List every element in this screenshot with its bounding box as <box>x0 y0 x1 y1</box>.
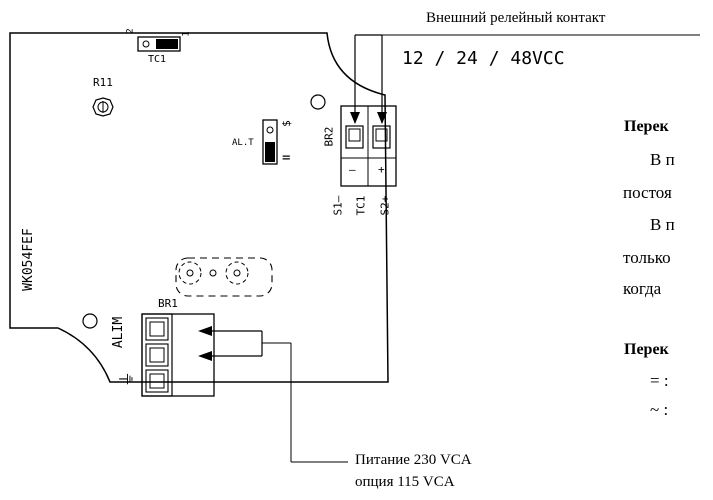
dashed-footprint <box>175 257 273 297</box>
section-heading-1: Перек <box>624 118 669 135</box>
power-label-line1: Питание 230 VCA <box>355 452 472 468</box>
tc1-bottom-label: TC1 <box>354 195 368 216</box>
option-tilde: ~ : <box>650 400 669 419</box>
paragraph-line: В п <box>650 150 675 169</box>
s1-label: S1– <box>331 195 345 216</box>
arrow-head <box>350 112 360 124</box>
br2-minus: – <box>349 163 356 176</box>
alim-label: ALIM <box>111 316 127 349</box>
option-eq: = : <box>650 371 669 390</box>
alt-label: AL.T <box>232 138 254 148</box>
tc1-top-pin-2: 2 <box>125 28 136 34</box>
br2-label: BR2 <box>322 126 336 147</box>
paragraph-line: В п <box>650 215 675 234</box>
paragraph-line: постоя <box>623 183 672 202</box>
arrow-head <box>198 351 212 361</box>
tc1-top-switch <box>137 36 181 52</box>
alt-switch <box>262 119 278 165</box>
arrow-head <box>377 112 387 124</box>
paragraph-line: когда <box>623 279 662 298</box>
br1-label: BR1 <box>158 297 178 310</box>
mounting-hole <box>82 313 98 329</box>
paragraph-line: только <box>623 248 671 267</box>
r11-label: R11 <box>93 76 113 89</box>
board-id-label: WK054FEF <box>20 228 36 291</box>
tc1-top-label: TC1 <box>148 54 167 65</box>
tc1-top-pin-1: 1 <box>181 31 192 37</box>
r11-potentiometer <box>92 97 114 117</box>
board-outline <box>9 32 389 383</box>
arrow-head <box>198 326 212 336</box>
ground-icon: ⏚ <box>119 370 137 388</box>
external-contact-label: Внешний релейный контакт <box>426 10 606 26</box>
s2-label: S2+ <box>378 195 392 216</box>
section-heading-2: Перек <box>624 341 669 358</box>
br2-plus: + <box>378 163 385 176</box>
alt-eq-mark: = <box>282 150 291 166</box>
voltage-label: 12 / 24 / 48VCC <box>402 48 565 69</box>
alt-tilde-mark: $ <box>279 120 293 127</box>
mounting-hole <box>310 94 326 110</box>
power-label-line2: опция 115 VCA <box>355 474 455 490</box>
